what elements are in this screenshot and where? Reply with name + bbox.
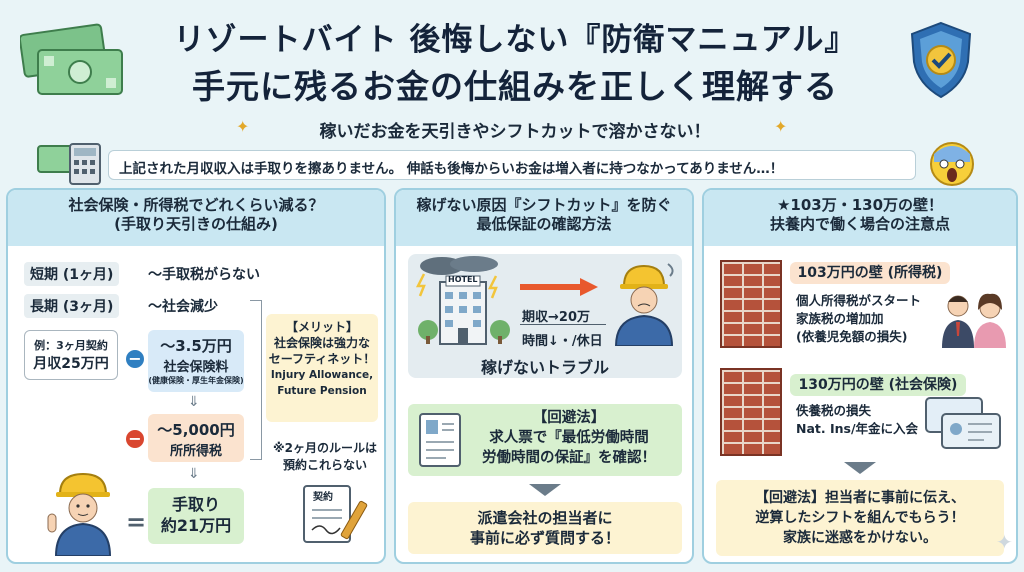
net-box: 手取り 約21万円: [148, 488, 244, 544]
ask-box: 派遣会社の担当者に 事前に必ず質問する！: [408, 502, 682, 554]
hotel-icon: [412, 256, 512, 352]
panel-deductions: 社会保険・所得税でどれくらい減る？ (手取り天引きの仕組み) 短期 (1ヶ月) …: [6, 188, 386, 564]
insurance-note: (健康保険・厚生年金保険): [148, 376, 244, 385]
minus-icon: −: [126, 430, 144, 448]
brick-wall-icon: [720, 260, 782, 348]
worker-icon: [46, 468, 120, 560]
long-term-text: 〜社会減少: [148, 299, 218, 315]
net-label: 手取り: [171, 495, 220, 514]
down-arrow-icon: [529, 484, 561, 496]
period-text: 期収→20万: [522, 310, 590, 325]
minus-icon: −: [126, 350, 144, 368]
tax-label: 所所得税: [169, 444, 222, 459]
avoid-text: 【回避法】 求人票で『最低労働時間 労働時間の保証』を確認！: [462, 408, 676, 468]
wall1-text: 個人所得税がスタート 家族税の増加加 (依養児免額の損失): [796, 292, 921, 346]
panel-shift-cut-header: 稼げない原因『シフトカット』を防ぐ 最低保証の確認方法: [396, 190, 692, 246]
panel-shift-cut: 稼げない原因『シフトカット』を防ぐ 最低保証の確認方法 HOTEL 期収→20万…: [394, 188, 694, 564]
avoid-line2: 労働時間の保証』を確認！: [482, 450, 656, 466]
example-box: 例：3ヶ月契約 月収25万円: [24, 330, 118, 380]
page-title-line2: 手元に残るお金の仕組みを正しく理解する: [192, 67, 838, 106]
panel-shift-cut-heading: 稼げない原因『シフトカット』を防ぐ: [416, 196, 672, 214]
panel-deductions-subheading: (手取り天引きの仕組み): [114, 215, 278, 233]
wall1-line1: 個人所得税がスタート: [796, 293, 922, 308]
example-line2: 月収25万円: [33, 356, 109, 372]
page-title-line1: リゾートバイト 後悔しない『防衛マニュアル』: [173, 22, 857, 58]
brick-wall-icon: [720, 368, 782, 456]
short-term-label: 短期 (1ヶ月): [24, 262, 120, 286]
wall1-title: 103万円の壁 (所得税): [790, 262, 950, 284]
sparkle-icon: ✦: [236, 117, 250, 136]
merit-line2: セーフティネット！: [268, 352, 376, 366]
panel-deductions-header: 社会保険・所得税でどれくらい減る？ (手取り天引きの仕組み): [8, 190, 384, 246]
merit-title: 【メリット】: [285, 320, 358, 334]
merit-line3: Injury Allowance,: [270, 369, 374, 381]
wall2-line1: 佚養税の損失: [796, 403, 872, 418]
couple-icon: [938, 286, 1010, 352]
panel-shift-cut-subheading: 最低保証の確認方法: [476, 215, 612, 233]
net-amount: 約21万円: [160, 516, 232, 535]
double-arrow-icon: ⇓: [188, 394, 200, 410]
panel-income-walls-heading: ★103万・130万の壁！: [776, 196, 944, 214]
subtitle: 稼いだお金を天引きやシフトカットで溶かさない！: [319, 122, 711, 142]
resume-icon: [418, 412, 462, 472]
shield-check-icon: [908, 20, 974, 104]
hotel-sign: HOTEL: [448, 275, 478, 284]
hours-text: 時間↓・/休日: [522, 334, 603, 349]
wall1-line2: 家族税の増加加: [796, 311, 884, 326]
down-arrow-icon: [844, 462, 876, 474]
avoid-line1: 【回避法】担当者に事前に伝え、: [755, 490, 965, 506]
avoid-line3: 家族に迷惑をかけない。: [783, 530, 937, 546]
panel-income-walls: ★103万・130万の壁！ 扶養内で働く場合の注意点 103万円の壁 (所得税)…: [702, 188, 1018, 564]
insurance-amount: 〜3.5万円: [160, 337, 232, 355]
wall1-line3: (依養児免額の損失): [796, 329, 908, 344]
sparkle-icon: ✦: [774, 117, 788, 136]
money-icon: [18, 22, 130, 106]
rule-line2: 預約これらない: [282, 458, 367, 472]
avoid-line2: 逆算したシフトを組んでもらう！: [755, 510, 965, 526]
rule-line1: ※2ヶ月のルールは: [272, 441, 378, 455]
calculator-icon: [36, 140, 106, 190]
insurance-box: 〜3.5万円 社会保険料 (健康保険・厚生年金保険): [148, 330, 244, 392]
insurance-label: 社会保険料: [163, 360, 229, 375]
panel-deductions-heading: 社会保険・所得税でどれくらい減る？: [68, 196, 324, 214]
wall2-line2: Nat. Ins/年金に入会: [796, 421, 919, 436]
merit-box: 【メリット】 社会保険は強力な セーフティネット！ Injury Allowan…: [266, 314, 378, 422]
contract-text: 契約: [313, 492, 333, 503]
avoid-box: 【回避法】担当者に事前に伝え、 逆算したシフトを組んでもらう！ 家族に迷惑をかけ…: [716, 480, 1004, 556]
trouble-text: 稼げないトラブル: [480, 358, 609, 377]
bracket-line: [250, 300, 262, 460]
ask-line1: 派遣会社の担当者に: [477, 509, 613, 527]
tax-amount: 〜5,000円: [157, 421, 235, 439]
ask-line2: 事前に必ず質問する！: [469, 529, 620, 547]
id-card-icon: [922, 396, 1004, 456]
divider-line: [520, 324, 606, 325]
merit-line4: Future Pension: [277, 385, 367, 397]
tax-box: 〜5,000円 所所得税: [148, 414, 244, 462]
notice-bar: 上記された月収収入は手取りを擦ありません。 伸話も後悔からいお金は増入者に持つな…: [108, 150, 916, 180]
shocked-face-icon: [926, 140, 978, 192]
long-term-label: 長期 (3ヶ月): [24, 294, 120, 318]
rule-note: ※2ヶ月のルールは 預約これらない: [270, 440, 380, 474]
arrow-right-icon: [520, 278, 598, 300]
example-line1: 例：3ヶ月契約: [34, 339, 108, 352]
panel-income-walls-subheading: 扶養内で働く場合の注意点: [769, 215, 950, 233]
short-term-text: 〜手取税がらない: [148, 267, 260, 283]
wall2-text: 佚養税の損失 Nat. Ins/年金に入会: [796, 402, 918, 438]
avoid-title: 【回避法】: [532, 410, 606, 426]
wall2-title: 130万円の壁 (社会保険): [790, 374, 966, 396]
contract-icon: [294, 482, 372, 550]
equals-sign: =: [126, 508, 147, 536]
panel-income-walls-header: ★103万・130万の壁！ 扶養内で働く場合の注意点: [704, 190, 1016, 246]
worker-icon: [608, 260, 680, 350]
merit-line1: 社会保険は強力な: [273, 336, 370, 350]
sparkle-icon: ✦: [996, 530, 1013, 554]
double-arrow-icon: ⇓: [188, 466, 200, 482]
avoid-line1: 求人票で『最低労働時間: [489, 430, 649, 446]
